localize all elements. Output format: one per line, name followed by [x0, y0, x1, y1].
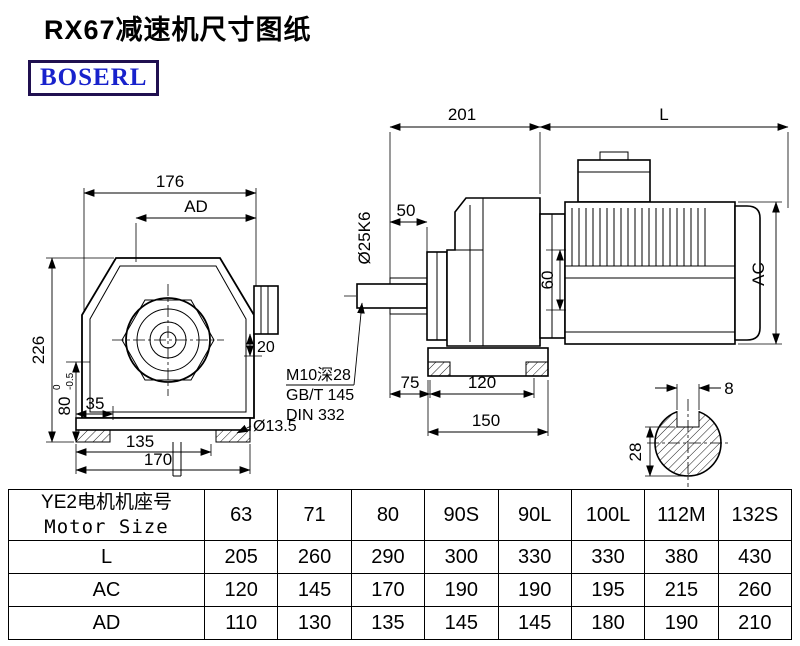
thread-note-line2: GB/T 145 [286, 387, 354, 404]
dim-AC-label: AC [749, 262, 768, 286]
value-cell: 260 [717, 573, 793, 607]
size-header-cell: 63 [203, 489, 279, 541]
brand-logo: BOSERL [28, 60, 160, 96]
dim-20-label: 20 [257, 339, 275, 356]
value-cell: 210 [717, 606, 793, 640]
dim-hole-label: Ø13.5 [253, 418, 297, 435]
row-label-L: L [8, 540, 205, 574]
size-header-cell: 90S [424, 489, 499, 541]
value-cell: 195 [570, 573, 646, 607]
value-cell: 110 [203, 606, 279, 640]
value-cell: 330 [570, 540, 646, 574]
dim-176-label: 176 [156, 172, 184, 191]
header-label-en: Motor Size [44, 516, 169, 538]
value-cell: 380 [644, 540, 719, 574]
dim-135-label: 135 [126, 432, 154, 451]
size-header-cell: 112M [644, 489, 719, 541]
value-cell: 135 [350, 606, 426, 640]
size-header-cell: 132S [717, 489, 793, 541]
value-cell: 145 [277, 573, 352, 607]
value-cell: 130 [277, 606, 352, 640]
thread-note-line3: DIN 332 [286, 407, 345, 424]
motor-size-header-cell: YE2电机机座号 Motor Size [8, 489, 205, 541]
value-cell: 145 [424, 606, 499, 640]
dim-80-tol-lower: -0.5 [65, 372, 76, 390]
size-header-cell: 90L [497, 489, 572, 541]
dim-L-label: L [659, 105, 668, 124]
dim-75-label: 75 [401, 373, 420, 392]
motor-size-table: YE2电机机座号 Motor Size 63 71 80 90S 90L 100… [8, 489, 793, 640]
brand-logo-text: BOSERL [40, 64, 148, 91]
size-header-cell: 71 [277, 489, 352, 541]
value-cell: 215 [644, 573, 719, 607]
value-cell: 290 [350, 540, 426, 574]
dim-ad-label: AD [184, 197, 208, 216]
header-label-cn: YE2电机机座号 [41, 492, 172, 513]
value-cell: 330 [497, 540, 572, 574]
size-header-cell: 80 [350, 489, 426, 541]
dim-key-height-label: 28 [626, 443, 645, 462]
value-cell: 170 [350, 573, 426, 607]
thread-note-line1: M10深28 [286, 366, 351, 384]
dim-120-label: 120 [468, 373, 496, 392]
dim-150-label: 150 [472, 411, 500, 430]
dim-35-label: 35 [86, 394, 105, 413]
value-cell: 180 [570, 606, 646, 640]
dim-170-label: 170 [144, 450, 172, 469]
table-header-row: YE2电机机座号 Motor Size 63 71 80 90S 90L 100… [8, 489, 793, 541]
dim-226-label: 226 [29, 336, 48, 364]
front-view: 176 AD 226 [29, 172, 297, 477]
row-label-AC: AC [8, 573, 205, 607]
side-view: 201 L 50 Ø25K6 [286, 105, 789, 436]
value-cell: 205 [203, 540, 279, 574]
dim-80-tol-upper: 0 [52, 384, 63, 390]
dim-50-label: 50 [397, 201, 416, 220]
dim-60-label: 60 [538, 271, 557, 290]
row-label-AD: AD [8, 606, 205, 640]
value-cell: 120 [203, 573, 279, 607]
dim-201-label: 201 [448, 105, 476, 124]
value-cell: 190 [644, 606, 719, 640]
value-cell: 190 [424, 573, 499, 607]
dim-shaft-label: Ø25K6 [355, 212, 374, 265]
value-cell: 145 [497, 606, 572, 640]
dim-key-width-label: 8 [724, 379, 733, 398]
size-header-cell: 100L [570, 489, 646, 541]
value-cell: 260 [277, 540, 352, 574]
table-row-AC: AC 120 145 170 190 190 195 215 260 [8, 573, 793, 607]
value-cell: 300 [424, 540, 499, 574]
dim-80-label: 80 [55, 397, 74, 416]
page-title: RX67减速机尺寸图纸 [44, 15, 312, 45]
value-cell: 190 [497, 573, 572, 607]
table-row-L: L 205 260 290 300 330 330 380 430 [8, 540, 793, 574]
value-cell: 430 [717, 540, 793, 574]
shaft-section-view: 8 28 [626, 379, 734, 487]
table-row-AD: AD 110 130 135 145 145 180 190 210 [8, 606, 793, 640]
